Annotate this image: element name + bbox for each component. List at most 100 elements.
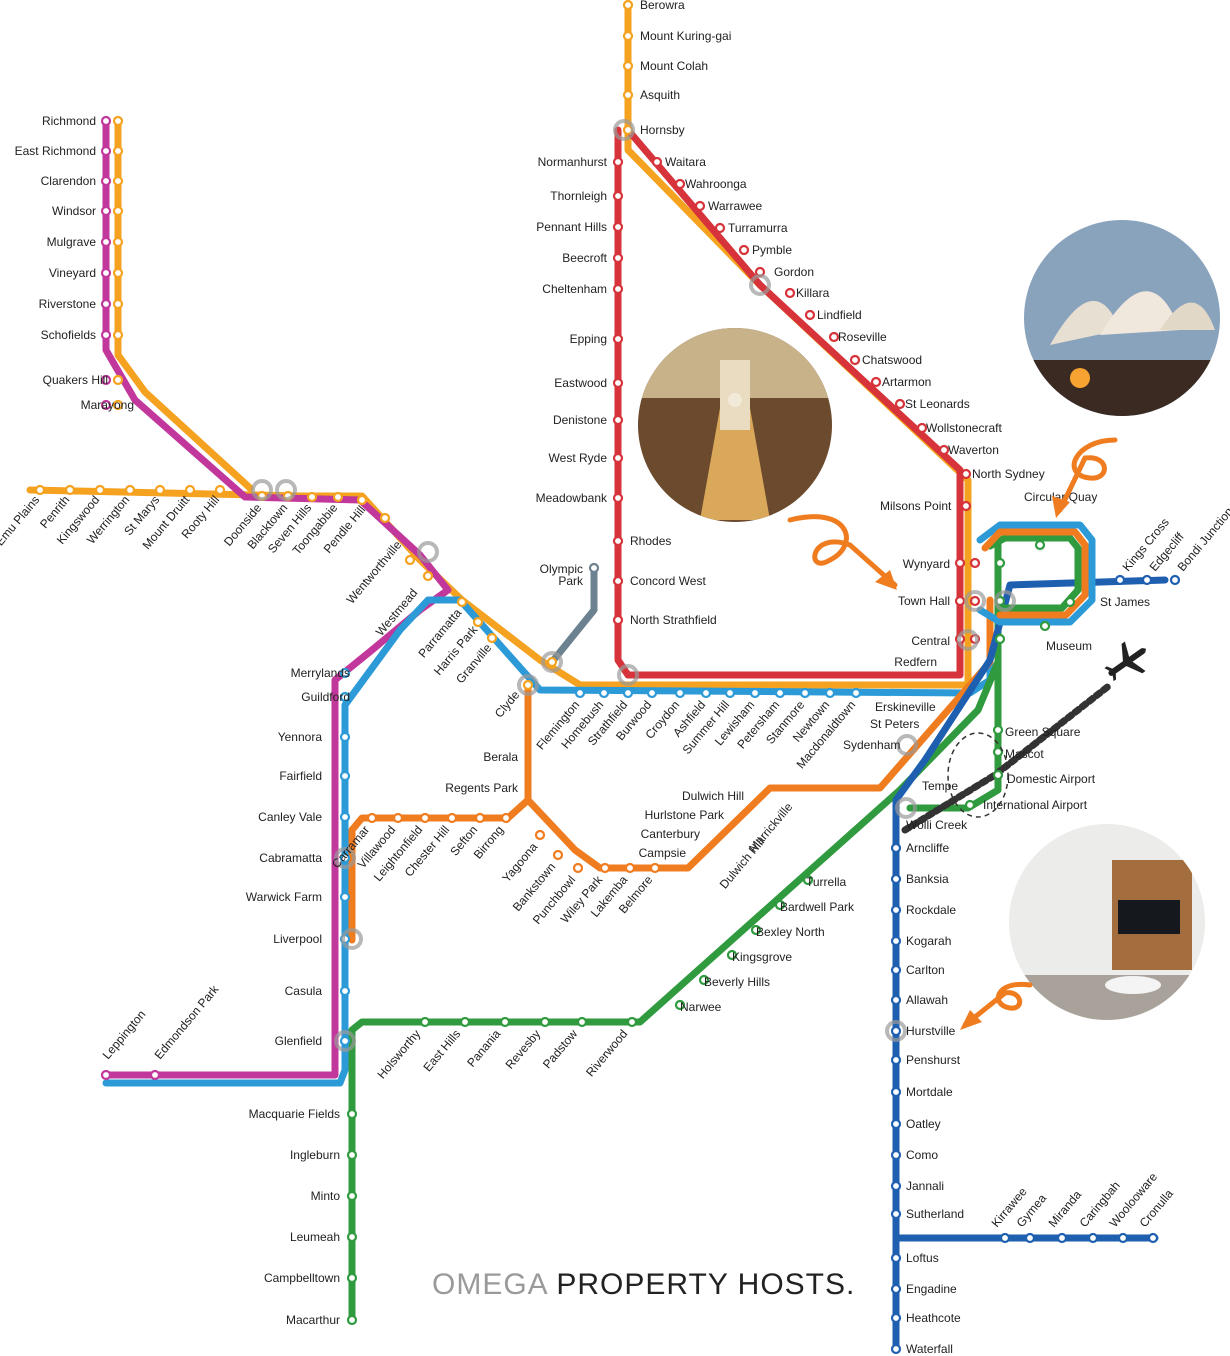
station-label-sydenham: Sydenham [843, 738, 900, 752]
station-dot-werrington [124, 484, 136, 496]
station-label-rockdale: Rockdale [906, 903, 956, 917]
station-label-north-strathfield: North Strathfield [630, 613, 717, 627]
station-label-turramurra: Turramurra [728, 221, 788, 235]
station-dot-st-marys [154, 484, 166, 496]
station-dot-granville [472, 616, 484, 628]
interchange-ring-cabramatta [334, 847, 356, 869]
station-label-richmond: Richmond [42, 114, 96, 128]
station-dot-leumeah [346, 1231, 358, 1243]
station-dot-edmondson-park [149, 1069, 161, 1081]
station-label-concord-west: Concord West [630, 574, 706, 588]
station-dot-woolooware [1117, 1232, 1129, 1244]
station-dot-east-hills [459, 1016, 471, 1028]
interchange-ring-glenfield [334, 1030, 356, 1052]
station-dot-west-ryde [612, 452, 624, 464]
station-dot-city-r-4 [969, 595, 981, 607]
station-label-sutherland: Sutherland [906, 1207, 964, 1221]
interchange-ring-sydenham [896, 734, 918, 756]
station-label-canterbury: Canterbury [641, 827, 700, 841]
station-dot-emu-plains [34, 484, 46, 496]
station-dot-ashfield [700, 687, 712, 699]
station-dot-warrawee [694, 200, 706, 212]
station-dot-olympic-park [588, 562, 600, 574]
station-dot-cheltenham [612, 283, 624, 295]
station-dot-panania [499, 1016, 511, 1028]
station-label-narwee: Narwee [680, 1000, 722, 1014]
station-dot-airport-2 [992, 769, 1004, 781]
station-dot-waverton [938, 444, 950, 456]
station-label-jannali: Jannali [906, 1179, 944, 1193]
station-dot-chatswood [849, 354, 861, 366]
station-dot-revesby [539, 1016, 551, 1028]
station-dot-meadowbank [612, 492, 624, 504]
interchange-ring-lidcombe-2 [541, 651, 563, 673]
station-dot-bondi-junction [1169, 574, 1181, 586]
station-dot-east-richmond [100, 145, 112, 157]
station-label-killara: Killara [796, 286, 830, 300]
station-label-guildford: Guildford [301, 690, 350, 704]
station-dot-artarmon [870, 376, 882, 388]
station-label-st-james: St James [1100, 595, 1150, 609]
station-dot-city-4 [1064, 596, 1076, 608]
station-dot-richmond [100, 115, 112, 127]
station-label-wahroonga: Wahroonga [685, 177, 747, 191]
station-dot-o-windsor [112, 205, 124, 217]
station-label-marayong: Marayong [81, 398, 134, 412]
station-dot-banksia [890, 873, 902, 885]
station-dot-kogarah [890, 935, 902, 947]
city-circle-light-blue [976, 521, 1096, 626]
station-dot-harris-park [456, 596, 468, 608]
station-dot-o-schofields [112, 329, 124, 341]
station-dot-hurstville [890, 1025, 902, 1037]
station-label-warwick-farm: Warwick Farm [246, 890, 322, 904]
station-dot-carlton [890, 964, 902, 976]
station-dot-rockdale [890, 904, 902, 916]
station-label-turrella: Turrella [806, 875, 847, 889]
airport-loop-dashed [947, 732, 1009, 818]
station-label-engadine: Engadine [906, 1282, 957, 1296]
station-label-town-hall: Town Hall [898, 594, 950, 608]
station-dot-o-vineyard [112, 267, 124, 279]
station-dot-o-clarendon [112, 175, 124, 187]
station-label-eastwood: Eastwood [554, 376, 607, 390]
station-dot-penshurst [890, 1054, 902, 1066]
brand-part-dark: PROPERTY HOSTS. [556, 1268, 856, 1301]
station-label-erskineville: Erskineville [875, 700, 936, 714]
station-label-edmondson-park: Edmondson Park [152, 982, 223, 1062]
station-dot-lewisham [749, 687, 761, 699]
brand-part-grey: OMEGA [432, 1268, 548, 1301]
station-dot-roseville [828, 331, 840, 343]
station-label-carlton: Carlton [906, 963, 945, 977]
station-label-quakers-hill: Quakers Hill [43, 373, 108, 387]
station-label-east-richmond: East Richmond [15, 144, 96, 158]
station-dot-airport-1 [992, 746, 1004, 758]
station-dot-punchbowl [572, 862, 584, 874]
station-label-mount-kuring-gai: Mount Kuring-gai [640, 29, 731, 43]
station-dot-normanhurst [612, 156, 624, 168]
station-label-windsor: Windsor [52, 204, 96, 218]
station-label-olympic-park-2: Park [558, 574, 584, 588]
station-label-hurstville: Hurstville [906, 1024, 956, 1038]
station-label-riverstone: Riverstone [39, 297, 97, 311]
station-label-campsie: Campsie [639, 846, 687, 860]
station-label-beverly-hills: Beverly Hills [704, 975, 770, 989]
station-dot-beecroft [612, 252, 624, 264]
station-label-museum: Museum [1046, 639, 1092, 653]
station-label-glenfield: Glenfield [275, 1034, 322, 1048]
station-dot-lindfield [804, 309, 816, 321]
station-label-macarthur: Macarthur [286, 1313, 340, 1327]
station-dot-city-3 [994, 633, 1006, 645]
t4-blue-line [892, 576, 1169, 1354]
station-dot-city-1 [994, 557, 1006, 569]
station-label-merrylands: Merrylands [291, 666, 350, 680]
station-dot-stanmore [799, 687, 811, 699]
station-dot-o-riverstone [112, 298, 124, 310]
station-label-wollstonecraft: Wollstonecraft [926, 421, 1002, 435]
station-label-emu-plains: Emu Plains [0, 493, 42, 549]
station-label-milsons-point: Milsons Point [880, 499, 952, 513]
station-dot-guildford [339, 691, 351, 703]
orange-pointer-arrow-icon [787, 514, 898, 588]
station-label-domestic-airport: Domestic Airport [1007, 772, 1096, 786]
orange-pointer-arrowhead [1052, 496, 1070, 518]
station-dot-campbelltown [346, 1272, 358, 1284]
